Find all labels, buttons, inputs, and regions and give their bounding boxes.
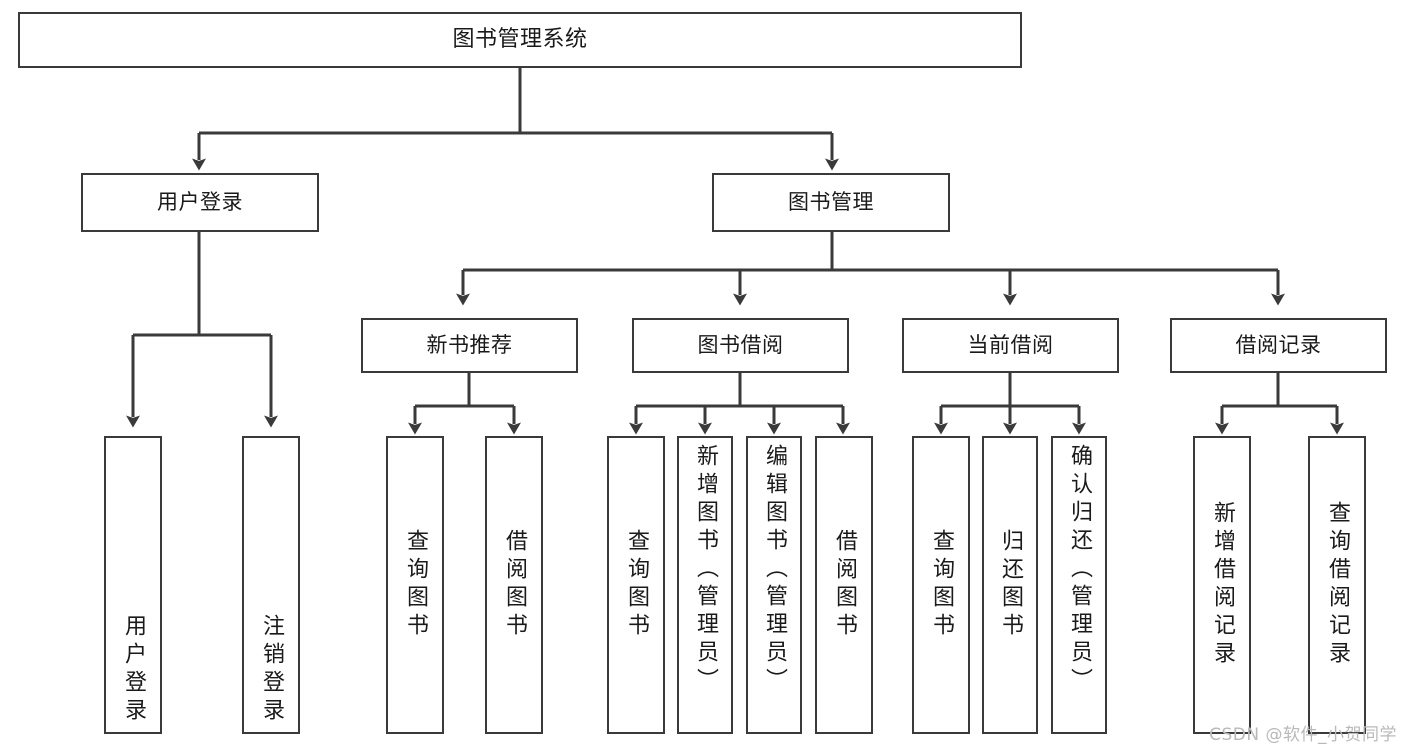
leaf-rec-add-record[interactable]: 新增借阅记录 xyxy=(1193,436,1251,734)
node-label: 编辑图书（管理员） xyxy=(762,444,787,696)
node-user-login[interactable]: 用户登录 xyxy=(81,173,319,232)
node-current-borrow[interactable]: 当前借阅 xyxy=(902,318,1119,373)
node-label: 注销登录 xyxy=(259,614,284,726)
node-root-system[interactable]: 图书管理系统 xyxy=(18,12,1022,68)
leaf-user-login[interactable]: 用户登录 xyxy=(104,436,162,734)
node-label: 借阅记录 xyxy=(1235,332,1322,357)
node-label: 图书借阅 xyxy=(697,332,784,357)
node-label: 确认归还（管理员） xyxy=(1067,444,1092,696)
node-label: 当前借阅 xyxy=(967,332,1054,357)
leaf-borrow-add-book[interactable]: 新增图书（管理员） xyxy=(677,436,733,734)
node-label: 查询图书 xyxy=(403,529,428,641)
node-label: 查询借阅记录 xyxy=(1325,501,1350,669)
leaf-borrow-edit-book[interactable]: 编辑图书（管理员） xyxy=(746,436,802,734)
node-label: 新增借阅记录 xyxy=(1210,501,1235,669)
node-label: 图书管理 xyxy=(788,189,874,214)
node-label: 新增图书（管理员） xyxy=(693,444,718,696)
node-label: 归还图书 xyxy=(998,529,1023,641)
leaf-borrow-query-book[interactable]: 查询图书 xyxy=(607,436,665,734)
node-label: 借阅图书 xyxy=(832,529,857,641)
leaf-cur-query-book[interactable]: 查询图书 xyxy=(912,436,970,734)
leaf-rec-query-book[interactable]: 查询图书 xyxy=(386,436,444,734)
node-book-manage[interactable]: 图书管理 xyxy=(712,173,950,232)
node-new-book-rec[interactable]: 新书推荐 xyxy=(361,318,578,373)
node-label: 图书管理系统 xyxy=(452,26,588,52)
node-label: 借阅图书 xyxy=(502,529,527,641)
node-label: 新书推荐 xyxy=(426,332,513,357)
node-label: 查询图书 xyxy=(929,529,954,641)
leaf-borrow-borrow-book[interactable]: 借阅图书 xyxy=(815,436,873,734)
watermark: CSDN @软件_小贺同学 xyxy=(1209,725,1397,745)
leaf-user-logout[interactable]: 注销登录 xyxy=(242,436,300,734)
node-label: 用户登录 xyxy=(157,189,243,214)
node-label: 查询图书 xyxy=(624,529,649,641)
node-label: 用户登录 xyxy=(121,614,146,726)
node-book-borrow[interactable]: 图书借阅 xyxy=(632,318,849,373)
leaf-rec-borrow-book[interactable]: 借阅图书 xyxy=(485,436,543,734)
leaf-cur-confirm-return[interactable]: 确认归还（管理员） xyxy=(1051,436,1107,734)
leaf-rec-query-record[interactable]: 查询借阅记录 xyxy=(1308,436,1366,734)
leaf-cur-return-book[interactable]: 归还图书 xyxy=(982,436,1038,734)
node-borrow-record[interactable]: 借阅记录 xyxy=(1170,318,1387,373)
